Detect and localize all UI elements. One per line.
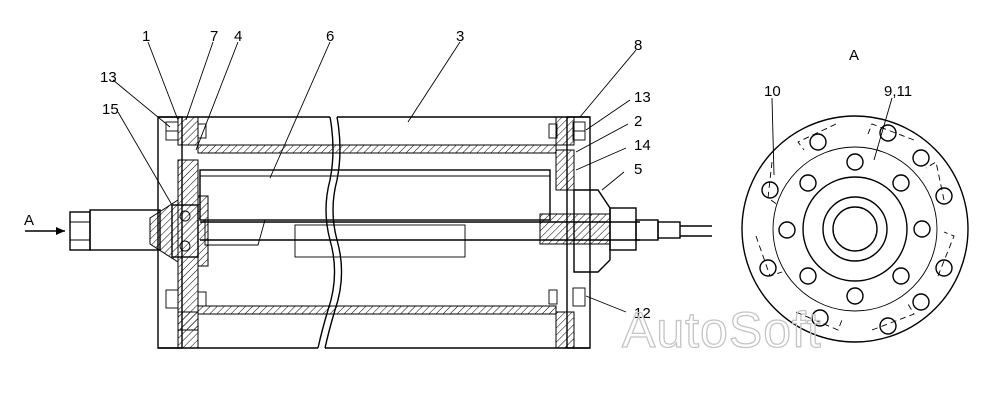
callout-15: 15 [102,101,119,118]
callout-7: 7 [210,28,218,45]
callout-8: 8 [634,37,642,54]
callout-13-left: 13 [100,69,117,86]
callout-3: 3 [456,28,464,45]
callout-5: 5 [634,161,642,178]
left-flange [177,116,199,349]
view-label-a: A [849,47,859,64]
stator [199,169,551,258]
view-arrow [25,227,65,235]
end-view [741,97,969,343]
end-view-leaders [771,97,893,176]
break-lines [317,116,343,349]
dashed-slots [755,123,955,331]
leader-lines [112,41,637,313]
labels: 1 7 4 6 3 8 13 15 13 2 14 5 12 10 9,11 A… [24,28,912,359]
callout-9-11: 9,11 [884,83,912,100]
callout-1: 1 [142,28,150,45]
right-flange [555,116,575,349]
callout-2: 2 [634,113,642,130]
shaft [200,189,712,273]
inner-tube [197,144,557,315]
outer-bolt-circle [759,124,953,335]
callout-13-right: 13 [634,89,651,106]
inner-bolt-circle [799,153,931,305]
callout-4: 4 [234,28,242,45]
callout-10: 10 [764,83,781,100]
callout-14: 14 [634,137,651,154]
callout-12: 12 [634,305,651,322]
callout-6: 6 [326,28,334,45]
left-axle [69,195,209,267]
arrow-label-a: A [24,212,34,229]
section-view [25,41,712,349]
watermark-text: AutoSoft [622,302,822,358]
